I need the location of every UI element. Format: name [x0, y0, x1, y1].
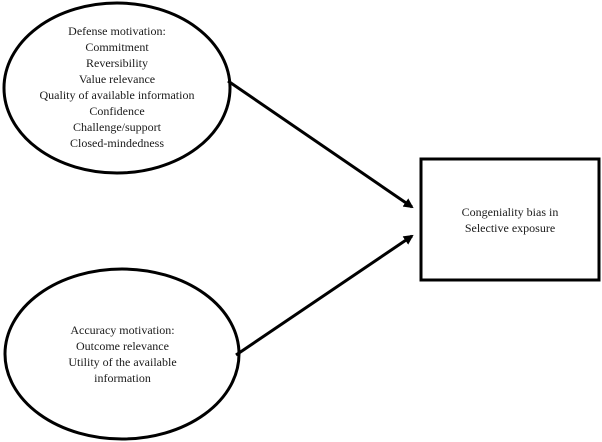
accuracy-to-outcome-arrow [235, 234, 414, 357]
defense-item: Confidence [89, 104, 145, 118]
accuracy-item: information [94, 371, 151, 385]
defense-motivation-title: Defense motivation: [68, 24, 166, 38]
accuracy-item: Utility of the available [68, 355, 177, 369]
accuracy-item: Outcome relevance [76, 339, 169, 353]
defense-motivation-ellipse [2, 1, 232, 175]
outcome-line: Selective exposure [464, 221, 556, 235]
defense-item: Reversibility [86, 56, 148, 70]
defense-to-outcome-arrow [227, 79, 414, 209]
defense-item: Value relevance [78, 72, 156, 86]
defense-item: Challenge/support [73, 120, 161, 134]
accuracy-motivation-title: Accuracy motivation: [70, 323, 175, 337]
congeniality-bias-label: Congeniality bias in Selective exposure [420, 204, 600, 236]
defense-item: Closed-mindedness [70, 136, 164, 150]
defense-item: Quality of available information [39, 88, 195, 102]
defense-motivation-label: Defense motivation: Commitment Reversibi… [3, 23, 231, 151]
accuracy-motivation-label: Accuracy motivation: Outcome relevance U… [5, 322, 240, 386]
outcome-line: Congeniality bias in [461, 205, 559, 219]
congeniality-bias-box [419, 157, 601, 282]
defense-item: Commitment [85, 40, 149, 54]
